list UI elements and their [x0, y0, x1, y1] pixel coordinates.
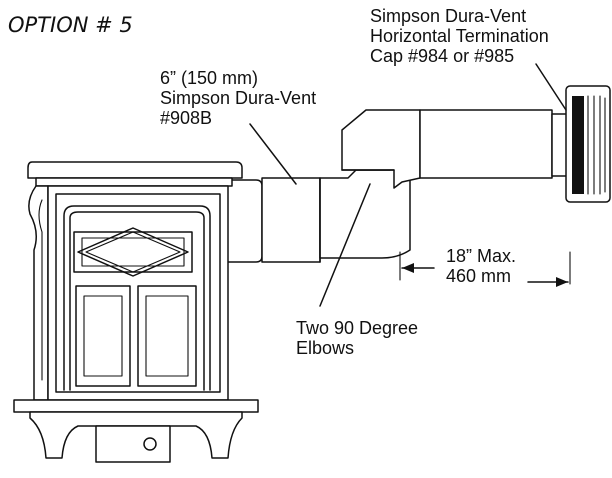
- stove-ash-drawer: [95, 425, 171, 463]
- distance-callout-line-1: 18” Max.: [446, 246, 516, 266]
- elbows-leader-line: [319, 183, 371, 307]
- pipe-callout-line-3: #908B: [160, 108, 212, 128]
- distance-callout-line-2: 460 mm: [446, 266, 511, 286]
- dimension-arrowhead-left: [402, 263, 414, 273]
- pipe-callout-line-2: Simpson Dura-Vent: [160, 88, 316, 108]
- stove-window-glass: [81, 237, 185, 267]
- cap-leader-line: [535, 63, 567, 111]
- stove-side-panel: [227, 179, 263, 263]
- stove-front-inset: [55, 193, 221, 393]
- stove-door-inner: [69, 211, 205, 391]
- pipe-section-908b: [261, 177, 321, 263]
- stove-lower-panel-right-inner: [145, 295, 189, 377]
- dimension-arrowhead-right: [556, 277, 568, 287]
- distance-callout: 18” Max. 460 mm: [446, 246, 521, 286]
- stove-lower-panel-left-inner: [83, 295, 123, 377]
- stove-left-side-inner: [38, 199, 43, 381]
- option-title: OPTION # 5: [8, 13, 133, 37]
- termination-cap: [565, 85, 611, 203]
- stove-ash-drawer-knob: [143, 437, 157, 451]
- stove-left-side: [28, 185, 49, 401]
- pipe-leader-line: [249, 123, 297, 185]
- cap-callout-line-1: Simpson Dura-Vent: [370, 6, 526, 26]
- elbows-callout: Two 90 Degree Elbows: [296, 318, 423, 358]
- stove-top-band: [35, 177, 233, 187]
- pipe-callout-line-1: 6” (150 mm): [160, 68, 258, 88]
- vent-pipe-assembly: [261, 109, 569, 263]
- elbows-callout-line-1: Two 90 Degree: [296, 318, 418, 338]
- pipe-callout: 6” (150 mm) Simpson Dura-Vent #908B: [160, 68, 321, 128]
- wood-stove: [13, 161, 263, 463]
- stove-window-diamond: [77, 227, 189, 277]
- stove-door-outer: [63, 205, 211, 391]
- pipe-horizontal: [419, 109, 553, 179]
- stove-top-cap: [27, 161, 243, 179]
- cap-callout-line-3: Cap #984 or #985: [370, 46, 514, 66]
- cap-black-stripe: [572, 96, 584, 194]
- cap-callout-line-2: Horizontal Termination: [370, 26, 549, 46]
- stove-pedestal: [29, 411, 243, 459]
- stove-lower-panel-left: [75, 285, 131, 387]
- elbows-callout-line-2: Elbows: [296, 338, 354, 358]
- stove-base-ledge: [13, 399, 259, 413]
- cap-callout: Simpson Dura-Vent Horizontal Termination…: [370, 6, 554, 66]
- stove-window-diamond-inner: [85, 231, 181, 273]
- stove-lower-panel-right: [137, 285, 197, 387]
